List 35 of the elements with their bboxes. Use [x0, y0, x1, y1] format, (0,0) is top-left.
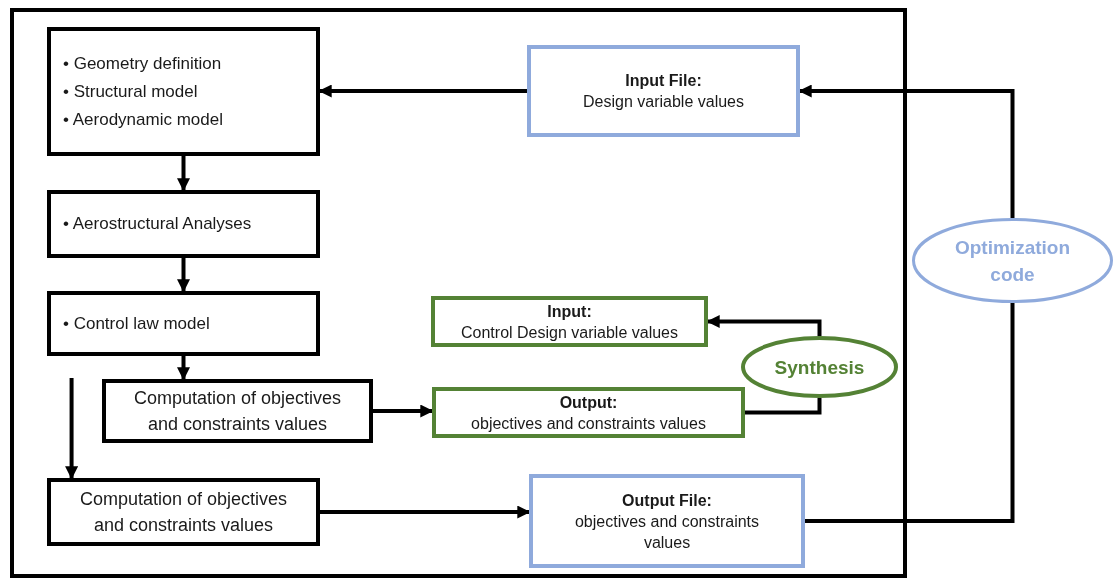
box-text: Design variable values	[582, 92, 745, 112]
arrow	[320, 505, 531, 519]
file-box	[432, 387, 745, 438]
arrow	[177, 156, 190, 192]
bullet-item: • Geometry definition	[63, 52, 223, 75]
process-box	[102, 379, 373, 443]
box-heading: Output:	[558, 392, 619, 413]
box-text: Synthesis	[773, 355, 866, 380]
bullet-item: • Aerostructural Analyses	[63, 213, 253, 235]
box-text: objectives and constraints values	[573, 511, 761, 553]
arrow	[177, 356, 190, 381]
ellipse-node	[741, 336, 898, 398]
arrow	[373, 404, 434, 418]
box-heading: Input File:	[624, 71, 703, 91]
file-box	[529, 474, 805, 568]
box-heading: Output File:	[621, 490, 713, 511]
arrow	[177, 258, 190, 293]
box-text: Optimization code	[953, 235, 1072, 287]
bullet-item: • Aerodynamic model	[63, 108, 224, 131]
outer-frame	[10, 8, 907, 578]
ellipse-node	[912, 218, 1113, 303]
process-box	[47, 291, 320, 356]
bullet-item: • Control law model	[63, 312, 211, 335]
file-box	[527, 45, 800, 137]
box-text: objectives and constraints values	[470, 413, 707, 434]
process-box	[47, 27, 320, 156]
box-text: Computation of objectives and constraints values	[132, 387, 343, 436]
bullet-item: • Structural model	[63, 80, 199, 103]
process-box	[47, 190, 320, 258]
process-box	[47, 478, 320, 546]
box-text: Control Design variable values	[460, 322, 679, 343]
box-heading: Input:	[546, 301, 593, 322]
file-box	[431, 296, 708, 347]
arrow	[65, 378, 79, 480]
box-text: Computation of objectives and constraints values	[78, 488, 289, 537]
